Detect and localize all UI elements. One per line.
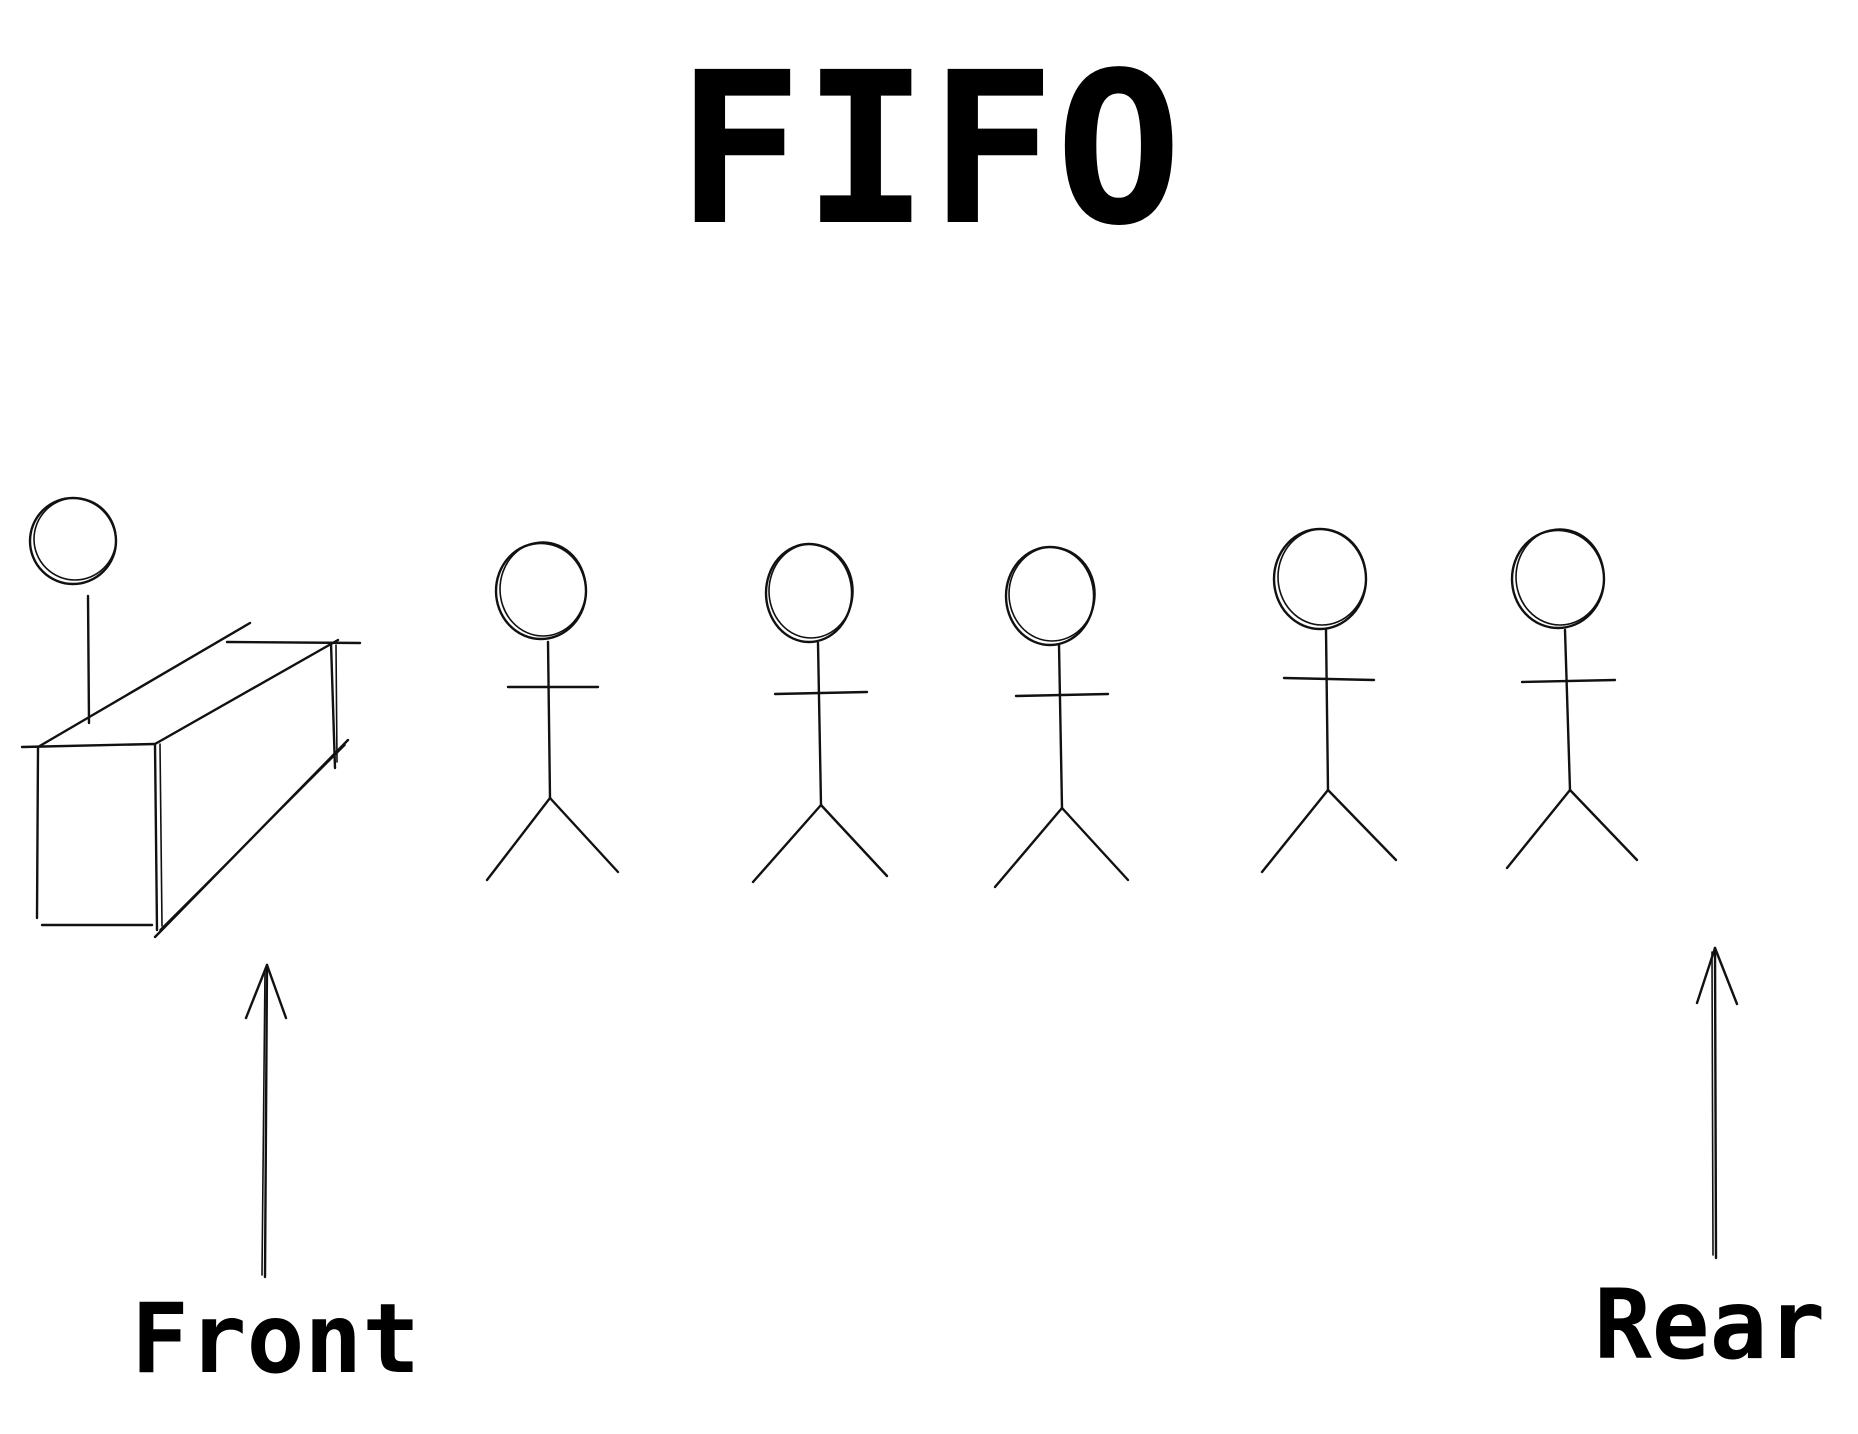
rear-arrow [1695,946,1739,1260]
diagram-title: FIFO [676,27,1182,272]
queue-person-3 [993,545,1130,889]
queue-person-4 [1260,527,1398,874]
front-arrow [244,963,288,1279]
queue-person-2 [751,542,889,884]
front-label: Front [131,1283,420,1395]
queue-person-5 [1505,528,1639,870]
queue-person-1 [485,541,620,882]
rear-label: Rear [1594,1269,1825,1381]
service-counter [20,496,362,939]
